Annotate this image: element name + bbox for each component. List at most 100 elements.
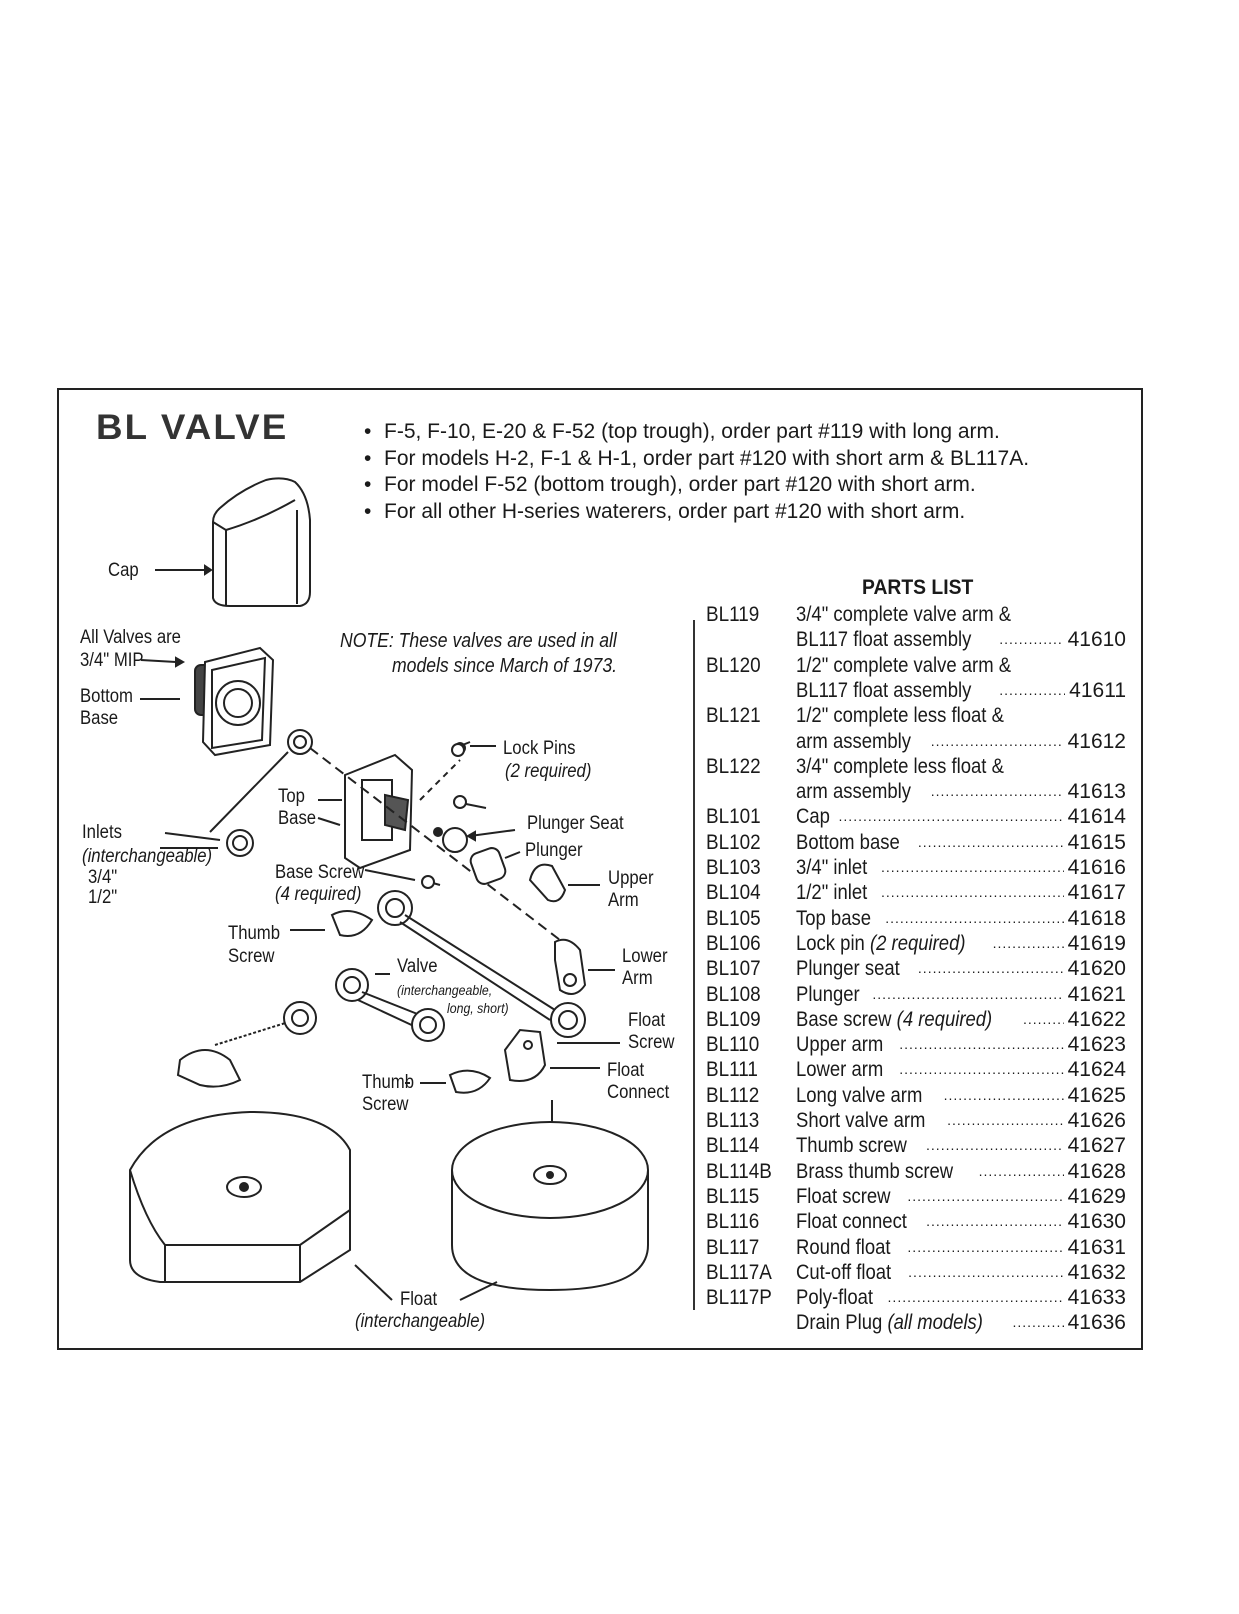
parts-list-row: BL108 Plunger............................… <box>706 982 1126 1007</box>
part-name: Drain Plug (all models) <box>796 1311 983 1335</box>
part-description: arm assembly............................… <box>796 729 1126 754</box>
part-number: 41627 <box>1067 1134 1126 1158</box>
part-description: arm assembly............................… <box>796 779 1126 804</box>
label-valve-note-1: (interchangeable, <box>397 982 493 998</box>
label-thumb-screw-lower-2: Screw <box>362 1094 409 1115</box>
label-inlet-1-2: 1/2" <box>88 887 118 908</box>
leader-dots: ........................................… <box>943 1086 1064 1103</box>
label-upper-arm-2: Arm <box>608 890 639 911</box>
part-number: 41624 <box>1067 1058 1126 1082</box>
part-name: Plunger <box>796 982 860 1006</box>
part-name: Float connect <box>796 1210 907 1234</box>
part-number: 41622 <box>1067 1007 1126 1031</box>
label-top-base-2: Base <box>278 808 317 829</box>
part-number: 41630 <box>1067 1210 1126 1234</box>
leader-dots: ........................................… <box>1012 1314 1063 1331</box>
part-code: BL121 <box>706 704 761 728</box>
leader-dots: ........................................… <box>838 808 1064 825</box>
part-name: Bottom base <box>796 830 900 854</box>
label-float-note: (interchangeable) <box>355 1311 486 1332</box>
part-code: BL108 <box>706 982 761 1006</box>
part-description: Plunger seat............................… <box>796 956 1126 981</box>
parts-list-divider <box>693 620 695 1310</box>
leader-dots: ........................................… <box>999 681 1065 698</box>
leader-dots: ........................................… <box>930 783 1064 800</box>
part-name: 3/4" inlet <box>796 856 868 879</box>
part-name: 3/4" complete valve arm & <box>796 603 1012 626</box>
part-description: Cut-off float...........................… <box>796 1260 1126 1285</box>
parts-list-row: BL121 1/2" complete less float & <box>706 703 1126 728</box>
label-inlets: Inlets <box>82 822 122 843</box>
part-description: 1/2" complete less float & <box>796 703 1126 728</box>
part-name: 1/2" complete valve arm & <box>796 653 1012 677</box>
part-code: BL101 <box>706 805 761 829</box>
part-number: 41610 <box>1067 628 1126 652</box>
leader-dots: ........................................… <box>885 909 1064 926</box>
part-number: 41616 <box>1067 856 1126 879</box>
part-number: 41626 <box>1067 1109 1126 1132</box>
part-code: BL113 <box>706 1109 760 1132</box>
part-description: Upper arm...............................… <box>796 1032 1126 1057</box>
part-code: BL105 <box>706 906 761 930</box>
label-all-valves: All Valves are <box>80 627 181 648</box>
parts-list-heading: PARTS LIST <box>862 576 974 599</box>
leader-dots: ........................................… <box>881 859 1064 875</box>
part-description: 3/4" complete less float & <box>796 754 1126 779</box>
bullet-item: •F-5, F-10, E-20 & F-52 (top trough), or… <box>364 420 1000 443</box>
part-number: 41623 <box>1067 1033 1126 1057</box>
part-name: arm assembly <box>796 780 912 804</box>
label-thumb-screw: Thumb <box>228 923 281 944</box>
part-code: BL102 <box>706 830 761 854</box>
label-thumb-screw-lower: Thumb <box>362 1072 415 1093</box>
bottom-base-drawing <box>194 646 275 757</box>
leader-dots: ........................................… <box>872 985 1064 1002</box>
leader-dots: ........................................… <box>926 1213 1064 1230</box>
part-description: Plunger.................................… <box>796 982 1126 1007</box>
label-top-base: Top <box>278 786 305 807</box>
part-description: Float connect...........................… <box>796 1209 1126 1234</box>
document-frame <box>57 388 1143 1350</box>
part-name: Upper arm <box>796 1033 884 1057</box>
parts-list-row: BL101 Cap................................… <box>706 804 1126 829</box>
leader-dots: ........................................… <box>907 1238 1064 1255</box>
leader-dots: ........................................… <box>992 934 1064 951</box>
label-plunger: Plunger <box>525 840 583 861</box>
label-valve-note-2: long, short) <box>447 1000 509 1016</box>
part-number: 41636 <box>1067 1311 1126 1335</box>
part-code: BL117A <box>706 1260 772 1284</box>
part-code: BL106 <box>706 931 761 955</box>
label-inlets-note: (interchangeable) <box>82 846 213 867</box>
part-name: Brass thumb screw <box>796 1159 954 1183</box>
part-name: Round float <box>796 1235 891 1259</box>
parts-list-row: BL117 float assembly....................… <box>706 627 1126 652</box>
round-float-drawing <box>451 1121 649 1292</box>
part-name: Top base <box>796 906 872 930</box>
parts-list-row: arm assembly............................… <box>706 729 1126 754</box>
label-base-screw-note: (4 required) <box>275 884 362 905</box>
part-number: 41611 <box>1069 678 1126 702</box>
part-name: Cap <box>796 805 830 829</box>
part-description: BL117 float assembly....................… <box>796 627 1126 652</box>
label-upper-arm: Upper <box>608 868 654 889</box>
part-description: Long valve arm..........................… <box>796 1083 1126 1108</box>
part-name: 1/2" inlet <box>796 881 868 905</box>
bullet-item: •For models H-2, F-1 & H-1, order part #… <box>364 447 1030 470</box>
part-description: Lock pin (2 required)...................… <box>796 931 1126 956</box>
label-valve: Valve <box>397 956 438 977</box>
note-line-1: NOTE: These valves are used in all <box>340 630 617 652</box>
part-number: 41628 <box>1067 1159 1126 1183</box>
label-lock-pins-note: (2 required) <box>505 761 592 782</box>
part-code: BL112 <box>706 1083 760 1107</box>
part-code: BL116 <box>706 1210 760 1234</box>
